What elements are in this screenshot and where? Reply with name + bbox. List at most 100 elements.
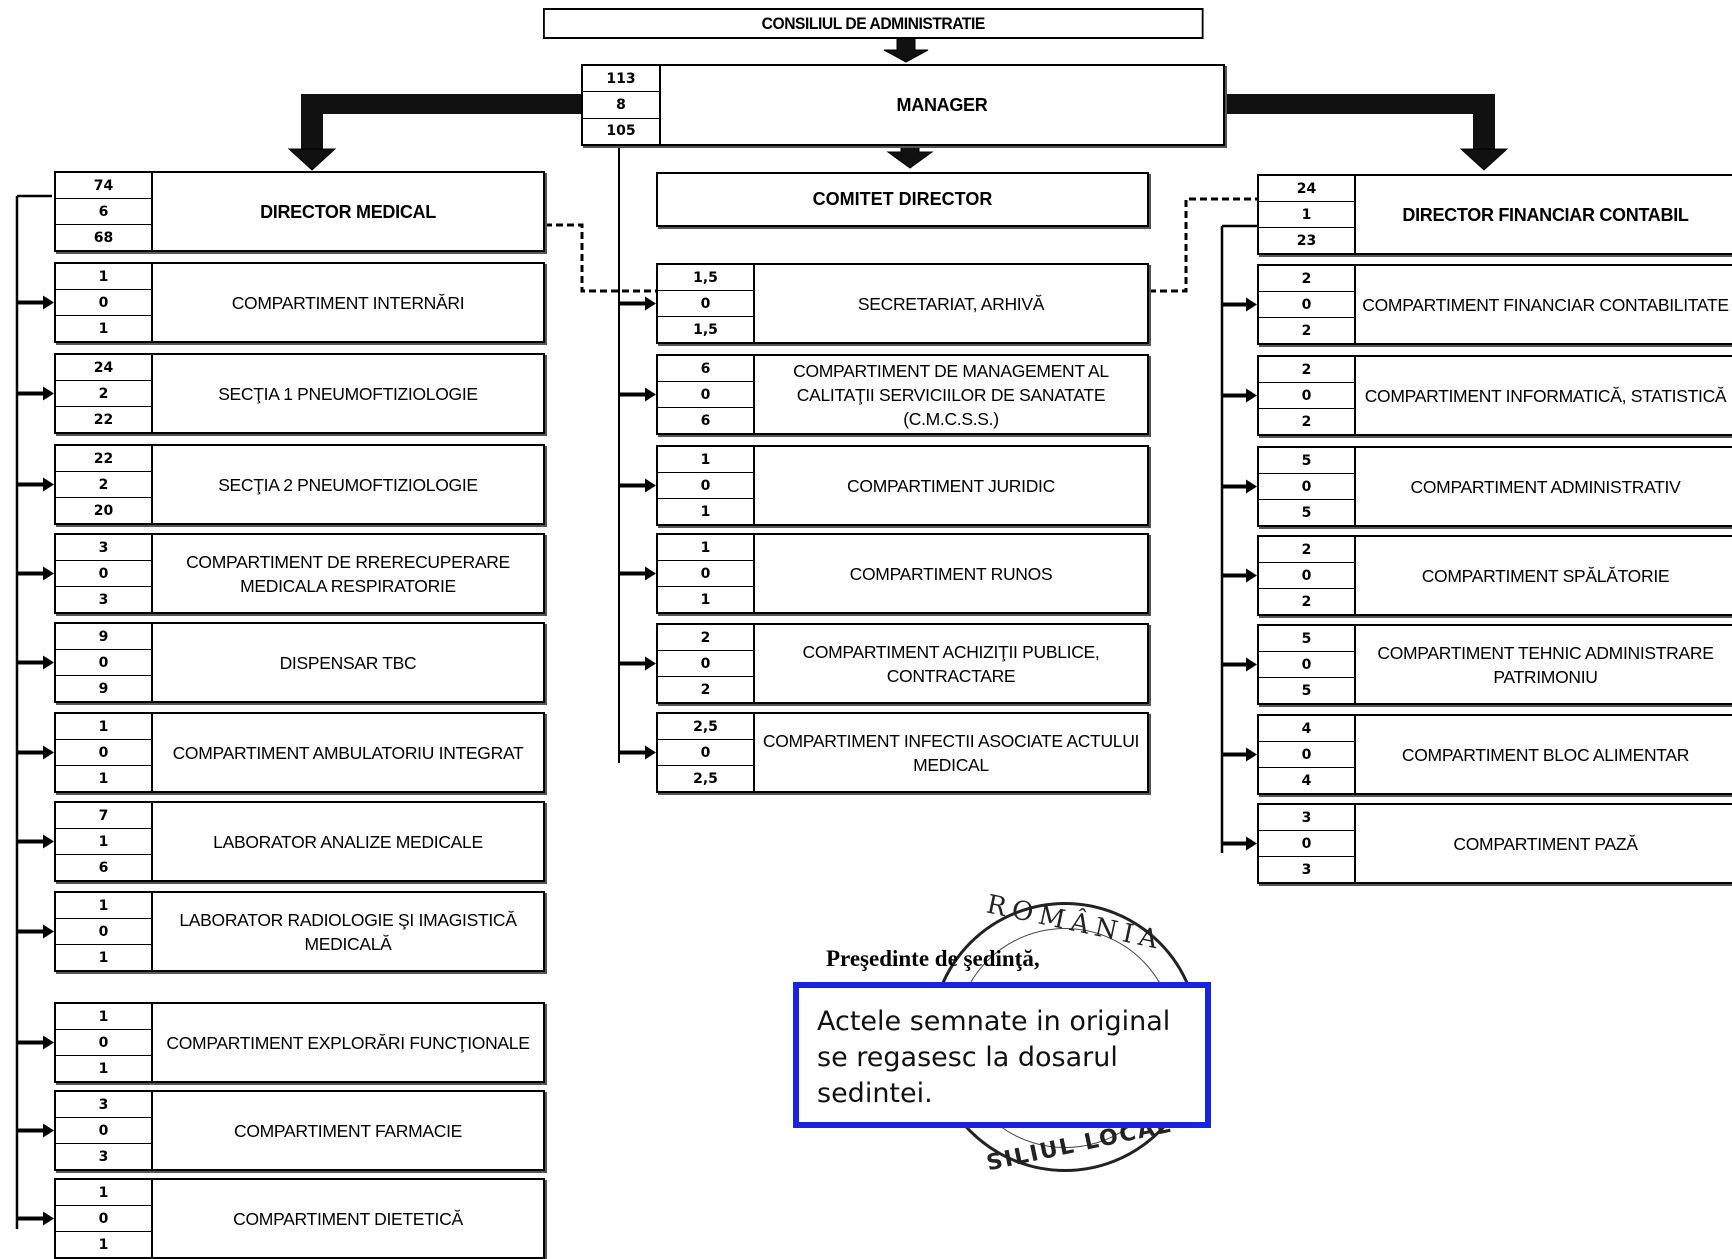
unit-arrow-head [43, 386, 54, 401]
financial-bracket [1220, 224, 1257, 853]
unit-arrow-head [1246, 388, 1257, 403]
unit-arrow-head [1246, 568, 1257, 583]
unit-compartiment-spalatorie-exec: 2 [1301, 593, 1312, 610]
unit-compartiment-de-management-al-calitatii--label: COMPARTIMENT DE MANAGEMENT AL CALITAŢII … [793, 360, 1109, 429]
unit-compartiment-runos-total: 1 [658, 535, 753, 561]
council-to-manager-arrow [883, 37, 929, 63]
unit-compartiment-juridic-mid: 0 [658, 473, 753, 499]
director-medical-box-exec: 68 [93, 229, 114, 246]
unit-compartiment-administrativ-total: 5 [1259, 448, 1354, 474]
unit-compartiment-informatica-statistica-mid: 0 [1259, 383, 1354, 409]
unit-arrow-head [43, 834, 54, 849]
unit-compartiment-administrativ-exec: 5 [1301, 504, 1312, 521]
unit-compartiment-ambulatoriu-integrat-exec: 1 [98, 770, 109, 787]
unit-compartiment-explorari-functionale-mid: 0 [56, 1030, 151, 1056]
comitet-director-label: COMITET DIRECTOR [812, 189, 993, 209]
director-financiar-contabil-box-mid: 1 [1259, 202, 1354, 228]
unit-compartiment-paza-label: COMPARTIMENT PAZĂ [1453, 833, 1638, 854]
unit-compartiment-juridic-exec: 1 [700, 503, 711, 520]
unit-dispensar-tbc-exec: 9 [98, 680, 109, 697]
unit-compartiment-achizitii-publice-contracta-exec: 2 [700, 681, 711, 698]
unit-laborator-radiologie-si-imagistica-medic-total: 1 [56, 893, 151, 919]
unit-compartiment-runos-label: COMPARTIMENT RUNOS [849, 563, 1053, 584]
unit-compartiment-juridic-total: 1 [658, 447, 753, 473]
unit-compartiment-spalatorie-total: 2 [1259, 537, 1354, 563]
manager-mid: 8 [583, 92, 659, 119]
unit-compartiment-bloc-alimentar-mid: 0 [1259, 742, 1354, 768]
director-medical-box-total: 74 [56, 173, 151, 199]
unit-compartiment-financiar-contabilitate-label: COMPARTIMENT FINANCIAR CONTABILITATE [1362, 294, 1729, 315]
unit-sectia-2-pneumoftiziologie-total: 22 [56, 446, 151, 472]
unit-arrow-head [645, 478, 656, 493]
unit-secretariat-arhiva-label: SECRETARIAT, ARHIVĂ [857, 293, 1045, 314]
unit-dispensar-tbc-label: DISPENSAR TBC [279, 652, 417, 673]
unit-compartiment-tehnic-administrare-patrimo-exec: 5 [1301, 682, 1312, 699]
unit-compartiment-explorari-functionale-total: 1 [56, 1004, 151, 1030]
council-box: CONSILIUL DE ADMINISTRATIE [543, 8, 1204, 39]
unit-dispensar-tbc-mid: 0 [56, 650, 151, 676]
unit-sectia-2-pneumoftiziologie-mid: 2 [56, 472, 151, 498]
unit-compartiment-financiar-contabilitate-mid: 0 [1259, 292, 1354, 318]
unit-compartiment-informatica-statistica-exec: 2 [1301, 413, 1312, 430]
unit-compartiment-ambulatoriu-integrat-label: COMPARTIMENT AMBULATORIU INTEGRAT [172, 742, 524, 763]
unit-compartiment-explorari-functionale-exec: 1 [98, 1060, 109, 1077]
director-medical-box-mid: 6 [56, 199, 151, 225]
unit-compartiment-de-rrerecuperare-medicala-r-label: COMPARTIMENT DE RRERECUPERARE MEDICALA R… [186, 551, 510, 596]
unit-sectia-2-pneumoftiziologie-label: SECŢIA 2 PNEUMOFTIZIOLOGIE [218, 474, 478, 495]
unit-secretariat-arhiva-exec: 1,5 [693, 321, 718, 338]
unit-compartiment-dietetica-total: 1 [56, 1180, 151, 1206]
unit-compartiment-ambulatoriu-integrat-mid: 0 [56, 740, 151, 766]
director-financiar-contabil-box-total: 24 [1259, 176, 1354, 202]
manager-to-financial-arrow [1224, 94, 1509, 171]
unit-sectia-1-pneumoftiziologie-total: 24 [56, 355, 151, 381]
unit-compartiment-spalatorie-label: COMPARTIMENT SPĂLĂTORIE [1421, 565, 1670, 586]
unit-compartiment-dietetica-mid: 0 [56, 1206, 151, 1232]
unit-compartiment-farmacie-mid: 0 [56, 1118, 151, 1144]
unit-arrow-head [645, 387, 656, 402]
unit-compartiment-informatica-statistica-total: 2 [1259, 357, 1354, 383]
unit-compartiment-bloc-alimentar-total: 4 [1259, 716, 1354, 742]
unit-compartiment-tehnic-administrare-patrimo-mid: 0 [1259, 652, 1354, 678]
unit-laborator-analize-medicale-exec: 6 [98, 859, 109, 876]
medical-bracket [15, 194, 52, 1229]
unit-compartiment-juridic-label: COMPARTIMENT JURIDIC [847, 475, 1055, 496]
unit-compartiment-de-rrerecuperare-medicala-r-exec: 3 [98, 591, 109, 608]
unit-arrow-head [43, 477, 54, 492]
unit-arrow-head [43, 1123, 54, 1138]
unit-sectia-2-pneumoftiziologie-exec: 20 [93, 502, 114, 519]
unit-compartiment-internari-total: 1 [56, 264, 151, 290]
manager-label: MANAGER [896, 95, 988, 115]
unit-compartiment-tehnic-administrare-patrimo-label: COMPARTIMENT TEHNIC ADMINISTRARE PATRIMO… [1377, 642, 1714, 687]
unit-compartiment-paza-total: 3 [1259, 805, 1354, 831]
unit-compartiment-farmacie-total: 3 [56, 1092, 151, 1118]
unit-arrow-head [1246, 657, 1257, 672]
unit-compartiment-spalatorie-mid: 0 [1259, 563, 1354, 589]
unit-compartiment-internari-label: COMPARTIMENT INTERNĂRI [231, 292, 465, 313]
unit-laborator-analize-medicale-label: LABORATOR ANALIZE MEDICALE [213, 831, 483, 852]
